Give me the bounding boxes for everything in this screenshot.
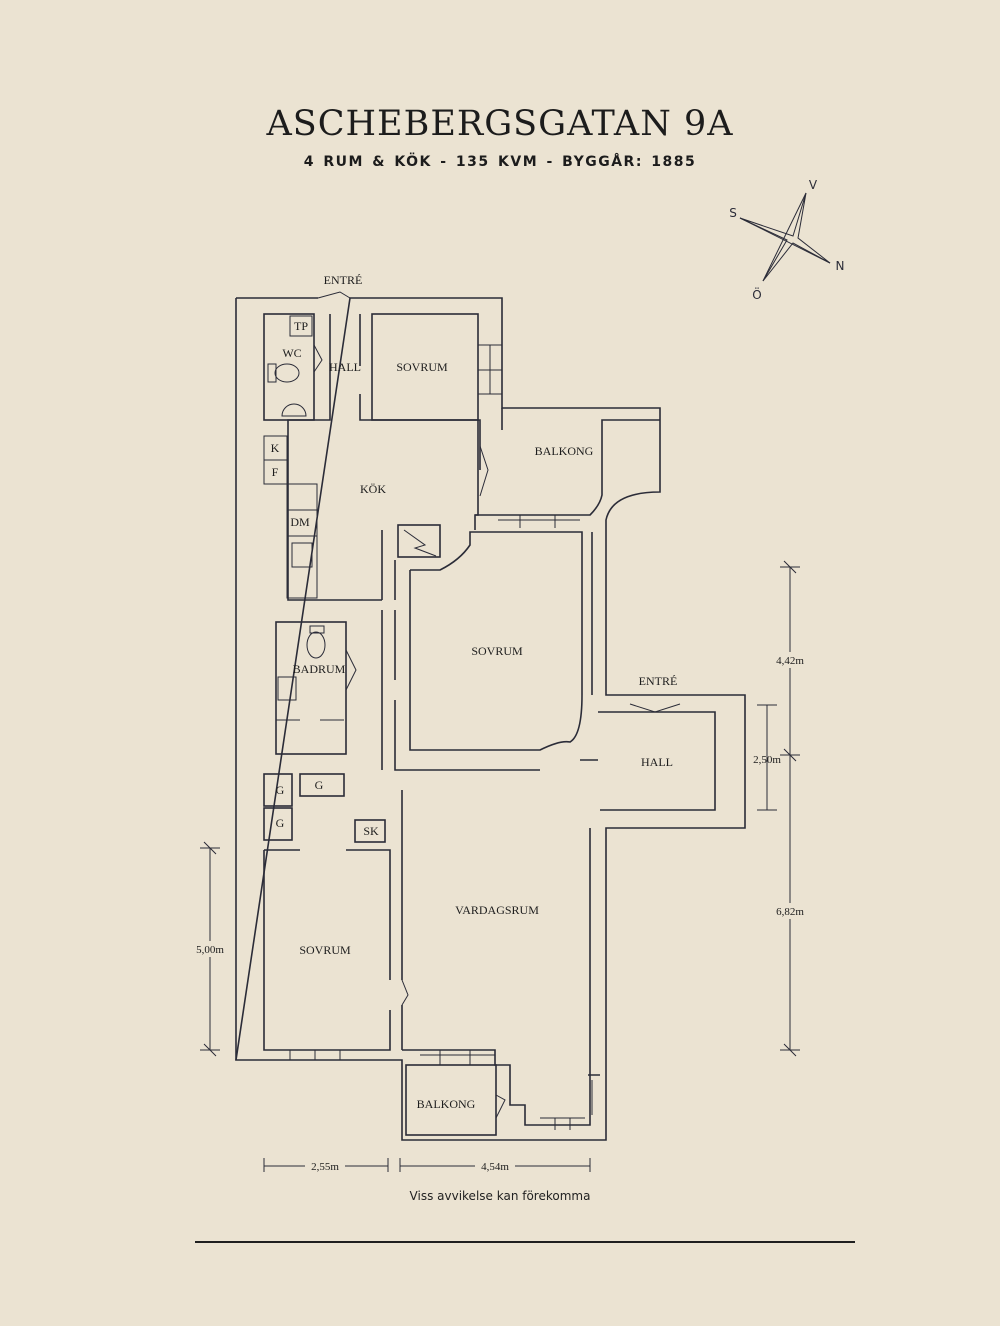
label-kok: KÖK: [360, 482, 386, 496]
compass-south-label: S: [729, 206, 737, 220]
label-sovrum-top: SOVRUM: [396, 360, 448, 374]
dimension-lines: 4,42m 2,50m 6,82m 5,00m 2,55m 4,54m: [190, 560, 810, 1173]
label-entre-right: ENTRÉ: [639, 674, 678, 688]
label-dm: DM: [290, 515, 310, 529]
walls: [235, 291, 746, 1141]
label-k: K: [271, 441, 280, 455]
label-sovrum-bottom: SOVRUM: [299, 943, 351, 957]
compass-north-label: N: [836, 259, 845, 273]
room-labels: ENTRÉ TP WC HALL SOVRUM BALKONG K F KÖK …: [271, 273, 678, 1111]
label-entre-top: ENTRÉ: [324, 273, 363, 287]
dimension-5-00: 5,00m: [196, 944, 224, 956]
label-balkong-bottom: BALKONG: [417, 1097, 476, 1111]
dimension-4-54: 4,54m: [481, 1161, 509, 1173]
label-hall-top: HALL: [329, 360, 361, 374]
compass-east-label: Ö: [752, 286, 761, 302]
label-wc: WC: [282, 346, 301, 360]
label-sk: SK: [363, 824, 379, 838]
disclaimer-note: Viss avvikelse kan förekomma: [409, 1189, 591, 1203]
dimension-2-50: 2,50m: [753, 754, 781, 766]
compass-west-label: V: [809, 178, 818, 192]
label-badrum: BADRUM: [293, 662, 346, 676]
label-sovrum-mid: SOVRUM: [471, 644, 523, 658]
compass-rose-icon: V S N Ö: [729, 178, 844, 302]
label-g3: G: [276, 816, 285, 830]
label-vardagsrum: VARDAGSRUM: [455, 903, 539, 917]
dimension-4-42: 4,42m: [776, 655, 804, 667]
dimension-6-82: 6,82m: [776, 906, 804, 918]
dimension-2-55: 2,55m: [311, 1161, 339, 1173]
page-title: ASCHEBERGSGATAN 9A: [266, 104, 734, 144]
property-summary: 4 RUM & KÖK - 135 KVM - BYGGÅR: 1885: [303, 154, 697, 170]
label-hall-right: HALL: [641, 755, 673, 769]
label-tp: TP: [294, 319, 308, 333]
label-g2: G: [315, 778, 324, 792]
label-f: F: [272, 465, 279, 479]
label-balkong-top: BALKONG: [535, 444, 594, 458]
label-g1: G: [276, 783, 285, 797]
